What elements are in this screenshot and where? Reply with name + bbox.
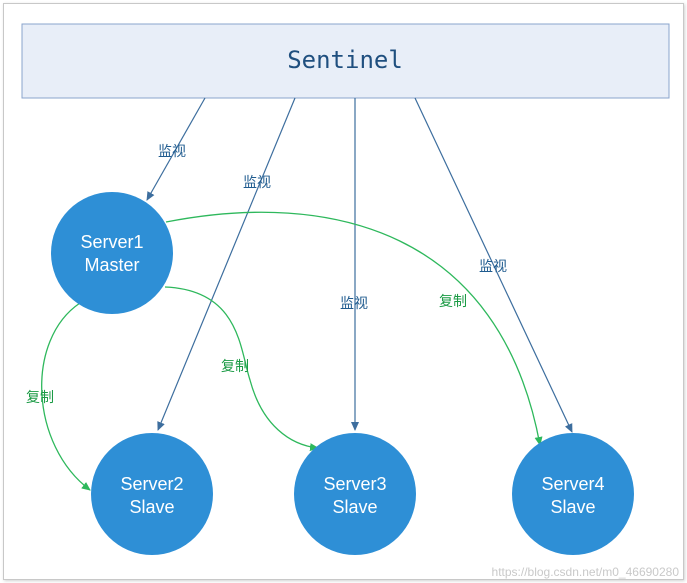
monitor-label-3: 监视	[340, 295, 368, 311]
server4-name: Server4	[541, 474, 604, 494]
server3-node	[294, 433, 416, 555]
server4-role: Slave	[550, 497, 595, 517]
server1-role: Master	[84, 255, 139, 275]
server2-role: Slave	[129, 497, 174, 517]
monitor-arrow-server1	[146, 97, 206, 201]
sentinel-label: Sentinel	[287, 46, 403, 74]
server4-node	[512, 433, 634, 555]
monitor-arrow-server2	[157, 97, 296, 431]
server1-name: Server1	[80, 232, 143, 252]
monitor-label-4: 监视	[479, 258, 507, 274]
replicate-arrow-server2	[41, 302, 91, 491]
watermark-url: https://blog.csdn.net/m0_46690280	[491, 565, 679, 579]
replicate-label-1: 复制	[26, 389, 54, 405]
replicate-arrow-server4	[165, 211, 543, 446]
server3-role: Slave	[332, 497, 377, 517]
replicate-arrow-server3	[164, 286, 319, 452]
monitor-label-2: 监视	[243, 174, 271, 190]
server2-node	[91, 433, 213, 555]
server3-name: Server3	[323, 474, 386, 494]
server2-name: Server2	[120, 474, 183, 494]
monitor-label-1: 监视	[158, 143, 186, 159]
sentinel-box	[21, 23, 670, 99]
monitor-arrow-server4	[414, 97, 573, 433]
server1-node	[51, 192, 173, 314]
replicate-label-2: 复制	[221, 358, 249, 374]
replicate-label-3: 复制	[439, 293, 467, 309]
